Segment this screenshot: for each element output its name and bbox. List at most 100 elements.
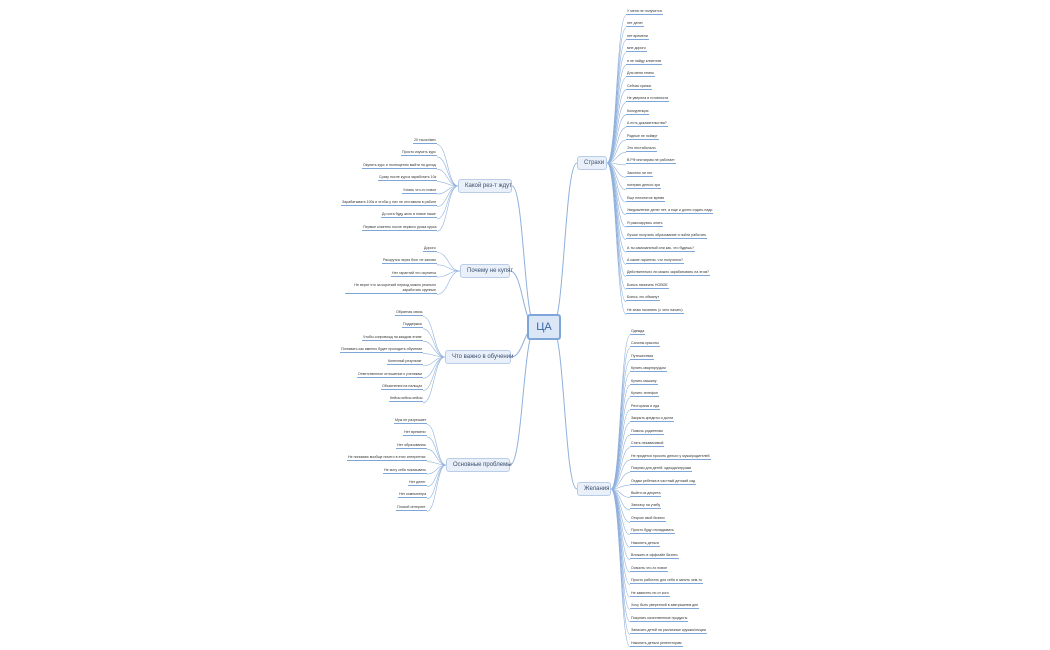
leaf-obuchenie[interactable]: Обьяснения на пальцах: [381, 384, 424, 391]
connector: [436, 264, 461, 272]
connector: [426, 436, 447, 466]
connector: [422, 353, 446, 358]
leaf-zhelania[interactable]: Рестораны и еда: [630, 403, 661, 410]
root-node[interactable]: ЦА: [527, 314, 561, 340]
leaf-zhelania[interactable]: Покупать качественные продукты: [630, 615, 689, 622]
leaf-obuchenie[interactable]: Поддержка: [402, 322, 423, 329]
leaf-strahi[interactable]: Не знаю начинать (с чего начать): [626, 307, 684, 314]
leaf-strahi[interactable]: У меня не получится: [626, 9, 663, 15]
leaf-zhelania[interactable]: Заплачу на учебу: [630, 503, 662, 510]
branch-obuchenie[interactable]: Что важно в обучении: [445, 350, 513, 364]
leaf-zhelania[interactable]: Просто буду откладывать: [630, 528, 675, 535]
leaf-zhelania[interactable]: Закрыть кредиты и долги: [630, 416, 675, 423]
leaf-zhelania[interactable]: Открою свой бизнес: [630, 515, 666, 522]
connector: [606, 162, 627, 253]
leaf-strahi[interactable]: Родные не поймут: [626, 133, 659, 140]
leaf-zhelania[interactable]: Салоны красоты: [630, 341, 660, 348]
leaf-obuchenie[interactable]: Чтобы сопровожд на каждом этапе: [362, 334, 423, 341]
leaf-strahi[interactable]: потеряю деньги зря: [626, 183, 661, 190]
leaf-ne_kupyat[interactable]: Нет гарантий что окупится: [391, 270, 438, 277]
leaf-zhelania[interactable]: Освоить что-то новое: [630, 565, 669, 572]
leaf-problemy[interactable]: Нет времени: [403, 430, 427, 437]
leaf-zhelania[interactable]: Просто работать для себя и занять чем-то: [630, 578, 704, 585]
leaf-strahi[interactable]: Конкуренция: [626, 108, 650, 115]
branch-ne_kupyat[interactable]: Почему не купят: [460, 264, 513, 278]
leaf-zhelania[interactable]: Купить машину: [630, 378, 658, 385]
leaf-obuchenie[interactable]: Понимать как именно будет проходить обуч…: [340, 347, 424, 354]
leaf-rezultat[interactable]: Первые клиенты после первого урока курса: [362, 224, 438, 231]
leaf-strahi[interactable]: Для меня темно: [626, 71, 655, 78]
leaf-strahi[interactable]: Законно ли это: [626, 170, 654, 177]
leaf-problemy[interactable]: Нет денег: [408, 480, 427, 486]
leaf-zhelania[interactable]: Записать детей на различные кружки/секци…: [630, 628, 707, 635]
leaf-strahi[interactable]: Не уверена в готовности: [626, 96, 670, 103]
leaf-zhelania[interactable]: Купить телефон: [630, 391, 659, 398]
connector: [422, 316, 446, 358]
connector: [606, 89, 627, 164]
leaf-zhelania[interactable]: Отдам ребенка в частный детский сад: [630, 478, 697, 485]
leaf-zhelania[interactable]: Одежда: [630, 329, 646, 335]
branch-rezultat[interactable]: Какой рез-т ждут: [458, 179, 512, 193]
connector: [426, 464, 447, 475]
leaf-rezultat[interactable]: Окупить курс и полноценно выйти на доход: [362, 162, 437, 169]
leaf-zhelania[interactable]: Покупки для детей: одежда/игрушки: [630, 466, 693, 473]
leaf-strahi[interactable]: А какие гарантии, что получится?: [626, 258, 684, 264]
branch-problemy[interactable]: Основные проблемы: [446, 458, 512, 472]
leaf-rezultat[interactable]: Сразу после курса заработать 10к: [378, 175, 438, 182]
leaf-rezultat[interactable]: 20 тысяч/мес: [413, 138, 438, 144]
leaf-problemy[interactable]: Нет компьютера: [398, 492, 428, 499]
leaf-strahi[interactable]: А ты самозанятый или как, что будешь?: [626, 245, 695, 252]
leaf-zhelania[interactable]: Накопить деньги: [630, 540, 660, 547]
leaf-zhelania[interactable]: Хочу быть уверенной в завтрашнем дне: [630, 603, 700, 610]
leaf-strahi[interactable]: Сейчас кризис: [626, 83, 653, 90]
leaf-zhelania[interactable]: Не зависеть ни от кого: [630, 590, 670, 597]
connector: [610, 409, 631, 490]
leaf-strahi[interactable]: Уведомление денег нет, а еще и долги отд…: [626, 208, 714, 215]
leaf-strahi[interactable]: я не найду клиентов: [626, 58, 663, 65]
leaf-rezultat[interactable]: Узнать что-то новое: [402, 187, 438, 194]
leaf-strahi[interactable]: А есть доказательства?: [626, 121, 668, 128]
branch-zhelania[interactable]: Желания: [577, 482, 611, 496]
leaf-strahi[interactable]: нет времени: [626, 33, 649, 40]
leaf-strahi[interactable]: Боюсь что обманут: [626, 295, 661, 302]
connector: [426, 449, 447, 466]
leaf-zhelania[interactable]: Стать независимой: [630, 441, 665, 448]
leaf-problemy[interactable]: Не могу себя показывать: [383, 467, 427, 474]
leaf-strahi[interactable]: мне дорого: [626, 46, 647, 53]
leaf-zhelania[interactable]: Вложить в оффлайн бизнес: [630, 553, 679, 560]
leaf-zhelania[interactable]: Купить квартиру/дом: [630, 366, 667, 373]
leaf-zhelania[interactable]: Помочь родителям: [630, 428, 664, 435]
connector: [606, 162, 627, 203]
leaf-problemy[interactable]: Плохой интернет: [396, 504, 427, 511]
leaf-obuchenie[interactable]: Конечный результат: [387, 359, 423, 366]
leaf-strahi[interactable]: Действительно ли можно зарабатывать на э…: [626, 270, 711, 277]
leaf-zhelania[interactable]: Выйти из декрета: [630, 490, 662, 497]
leaf-rezultat[interactable]: До кота буду жить в новое наше: [381, 212, 437, 219]
leaf-strahi[interactable]: Лучше получить образование и пойти работ…: [626, 233, 708, 240]
leaf-obuchenie[interactable]: Кейсы кейсы кейсы: [389, 396, 424, 403]
leaf-ne_kupyat[interactable]: Раскрутка через блог не заново: [382, 258, 437, 265]
connector: [610, 347, 631, 490]
leaf-strahi[interactable]: Я разочаруюсь опять: [626, 220, 664, 227]
connector: [610, 397, 631, 490]
leaf-obuchenie[interactable]: Ответственное отношение к ученикам: [357, 371, 423, 378]
leaf-obuchenie[interactable]: Обратная связь: [395, 310, 424, 316]
leaf-strahi[interactable]: Еще непонятое время: [626, 195, 666, 202]
leaf-zhelania[interactable]: Не придется просить деньги у мужа/родите…: [630, 453, 711, 460]
leaf-zhelania[interactable]: Путешествия: [630, 353, 655, 360]
branch-strahi[interactable]: Страхи: [577, 156, 607, 170]
leaf-problemy[interactable]: Муж не разрешает: [394, 418, 428, 424]
leaf-zhelania[interactable]: Накопить деньги репетиторам: [630, 640, 683, 647]
leaf-strahi[interactable]: нет денег: [626, 21, 644, 28]
leaf-problemy[interactable]: Нет образования: [396, 442, 427, 449]
connector: [422, 356, 446, 367]
leaf-problemy[interactable]: Не понимаю вообще ничего в этих интернет…: [347, 455, 427, 462]
leaf-strahi[interactable]: Это нестабильно: [626, 145, 657, 152]
leaf-rezultat[interactable]: Просто изучить курс: [401, 150, 437, 157]
leaf-rezultat[interactable]: Зарабатывать 100к и чтобы у них не отста…: [341, 200, 438, 206]
leaf-ne_kupyat[interactable]: Не верят что за короткий период можно ре…: [345, 283, 437, 294]
leaf-ne_kupyat[interactable]: Дорого: [423, 246, 437, 252]
leaf-strahi[interactable]: В РФ инстаграм не работает: [626, 158, 676, 165]
leaf-strahi[interactable]: Боюсь начинать НОВОЕ: [626, 282, 669, 289]
